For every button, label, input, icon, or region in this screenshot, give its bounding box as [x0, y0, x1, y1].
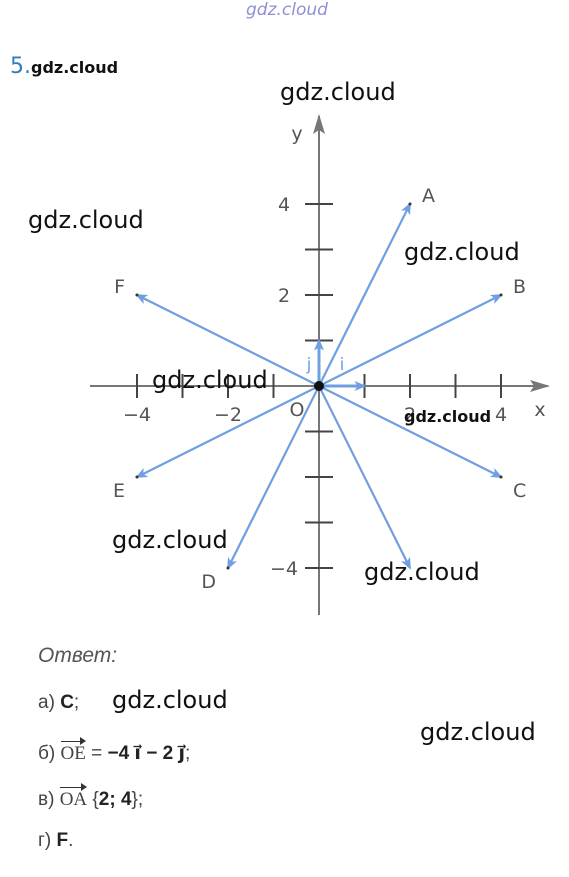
point-a: [408, 202, 412, 206]
watermark: gdz.cloud: [28, 206, 144, 234]
vector-a: [318, 202, 411, 387]
origin-point: [314, 381, 324, 391]
point-e: [135, 475, 139, 479]
y-tick-label: 2: [278, 285, 290, 307]
vector-c: [318, 385, 503, 478]
watermark: gdz.cloud: [280, 78, 396, 106]
watermark: gdz.cloud: [420, 718, 536, 746]
watermark: gdz.cloud: [404, 407, 492, 426]
answer-title: Ответ:: [38, 644, 118, 667]
watermark: gdz.cloud: [112, 526, 228, 554]
origin-label: O: [290, 399, 305, 421]
vector-d: [227, 385, 320, 570]
y-axis-label: y: [291, 123, 302, 145]
x-tick-label: 2: [404, 404, 416, 426]
answer-b: б) OE = −4 i⃗ − 2 j⃗;: [38, 737, 191, 764]
point-label-a: A: [422, 185, 435, 207]
point-label-d: D: [201, 571, 216, 593]
watermark: gdz.cloud: [364, 558, 480, 586]
answer-block: Ответ: а) C; б) OE = −4 i⃗ − 2 j⃗; в) OA…: [38, 644, 190, 851]
watermark: gdz.cloud: [404, 238, 520, 266]
point-c: [499, 475, 503, 479]
answer-g: г) F.: [38, 830, 74, 851]
x-tick-label: −4: [123, 404, 151, 426]
point-label-e: E: [113, 480, 125, 502]
vector-b: [318, 294, 503, 387]
unit-j-label: j: [306, 355, 312, 375]
x-tick-label: −2: [214, 404, 242, 426]
x-tick-label: 4: [495, 404, 507, 426]
watermark: gdz.cloud: [112, 686, 228, 714]
vector-oe: OE: [60, 737, 87, 764]
point-b: [499, 293, 503, 297]
answer-a: а) C;: [38, 692, 80, 713]
watermark: gdz.cloud: [152, 366, 268, 394]
vector-unnamed: [318, 385, 411, 570]
y-tick-label: 4: [278, 194, 290, 216]
unit-i-label: i: [340, 355, 345, 375]
vector-oa: OA: [59, 783, 88, 810]
point-label-b: B: [513, 276, 526, 298]
point-label-c: C: [513, 480, 526, 502]
y-tick-label: −4: [270, 558, 298, 580]
watermark-task: gdz.cloud: [31, 58, 119, 77]
task-number: 5.gdz.cloud: [10, 54, 119, 79]
answer-v: в) OA {2; 4};: [38, 783, 144, 810]
x-axis-label: x: [534, 399, 545, 421]
vector-e: [135, 385, 320, 478]
vector-f: [135, 294, 320, 387]
point-label-f: F: [114, 276, 125, 298]
watermark-top: gdz.cloud: [246, 0, 328, 20]
point-d: [226, 566, 230, 570]
point-f: [135, 293, 139, 297]
coordinate-diagram: −4 −2 2 4 4 2 −4 x yO A B C D E Fi j: [90, 114, 550, 615]
